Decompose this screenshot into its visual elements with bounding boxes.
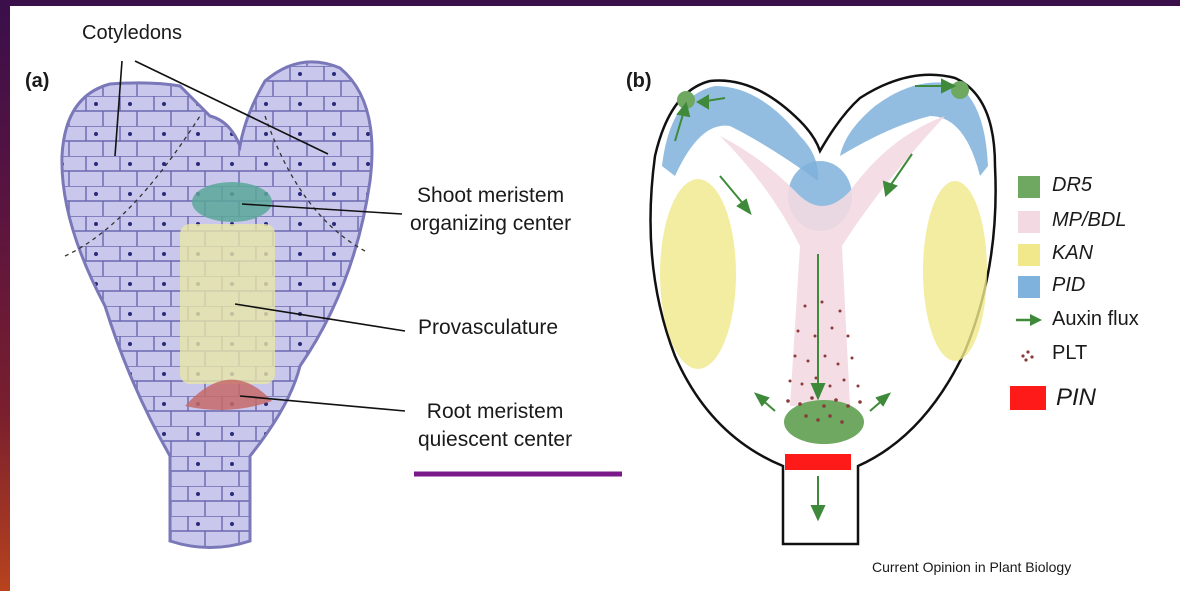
legend-swatch-dr5 xyxy=(1018,176,1040,198)
shoot-meristem-label: Shoot meristem organizing center xyxy=(410,182,571,238)
root-meristem-line2: quiescent center xyxy=(418,426,572,454)
legend-glyph-plt xyxy=(1021,350,1033,361)
legend-swatch-pin xyxy=(1010,386,1046,410)
root-meristem-label: Root meristem quiescent center xyxy=(418,398,572,454)
cotyledons-label: Cotyledons xyxy=(82,22,182,45)
kan-region-right xyxy=(923,181,987,361)
embryo-a xyxy=(62,62,372,548)
figure-canvas: Cotyledons (a) (b) Shoot meristem organi… xyxy=(10,6,1180,591)
provasculature-label: Provasculature xyxy=(418,314,558,342)
legend-swatch-mpbdl xyxy=(1018,211,1040,233)
kan-region-left xyxy=(660,179,736,369)
legend-label-dr5: DR5 xyxy=(1052,174,1092,197)
legend-label-kan: KAN xyxy=(1052,242,1093,265)
legend-label-pin: PIN xyxy=(1056,384,1096,412)
legend-swatch-pid xyxy=(1018,276,1040,298)
legend-arrow-auxin xyxy=(1016,314,1042,326)
legend-label-auxin: Auxin flux xyxy=(1052,308,1139,331)
source-credit: Current Opinion in Plant Biology xyxy=(872,559,1071,575)
legend-label-plt: PLT xyxy=(1052,342,1087,365)
shoot-meristem-line1: Shoot meristem xyxy=(410,182,571,210)
pin-bar xyxy=(785,454,851,470)
legend-swatch-kan xyxy=(1018,244,1040,266)
provasculature-region xyxy=(180,224,275,384)
panel-b-label: (b) xyxy=(626,70,652,93)
legend-label-pid: PID xyxy=(1052,274,1085,297)
legend-label-mpbdl: MP/BDL xyxy=(1052,209,1126,232)
embryo-b xyxy=(651,75,996,544)
shoot-meristem-region xyxy=(192,182,272,222)
shoot-meristem-line2: organizing center xyxy=(410,210,571,238)
dr5-right-tip xyxy=(951,81,969,99)
root-meristem-line1: Root meristem xyxy=(418,398,572,426)
figure-drawing xyxy=(10,6,1180,591)
panel-a-label: (a) xyxy=(25,70,49,93)
